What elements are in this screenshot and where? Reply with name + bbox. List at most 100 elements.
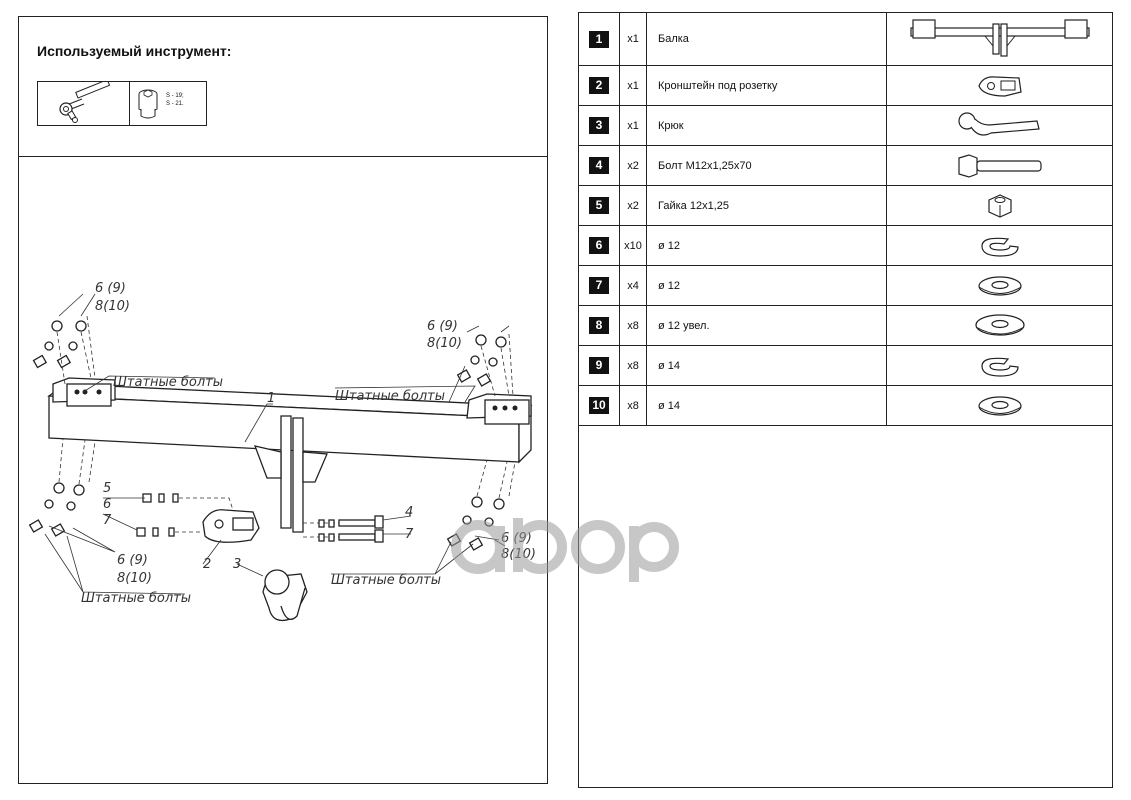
- part-qty: x4: [619, 265, 647, 306]
- ratchet-wrench-icon: [59, 79, 111, 123]
- label-washers-bl-a: 6 (9): [117, 553, 148, 568]
- label-std-bolts-br: Штатные болты: [331, 573, 441, 588]
- bottom-left-fasteners: [28, 437, 96, 537]
- flat-washer-icon: [887, 394, 1112, 418]
- part-number: 10: [589, 397, 609, 414]
- hook-drawing: [262, 569, 308, 622]
- part-number-cell: 8: [579, 305, 620, 346]
- part-number: 2: [589, 77, 609, 94]
- part-number-cell: 5: [579, 185, 620, 226]
- tools-title: Используемый инструмент:: [37, 43, 232, 59]
- label-washers-bl-b: 8(10): [117, 571, 152, 586]
- part-number-cell: 4: [579, 145, 620, 186]
- part-qty: x8: [619, 305, 647, 346]
- part-qty: x1: [619, 65, 647, 106]
- part-name: Крюк: [646, 105, 887, 146]
- top-left-fasteners: [32, 315, 96, 385]
- part-image-cell: [886, 385, 1112, 426]
- socket-bracket-drawing: [202, 509, 260, 543]
- part-image-cell: [886, 305, 1112, 346]
- part-image-cell: [886, 105, 1112, 146]
- part-number: 7: [589, 277, 609, 294]
- part-number-cell: 10: [579, 385, 620, 426]
- nuts-5-drawing: [136, 493, 234, 537]
- label-washers-tr-b: 8(10): [427, 336, 462, 351]
- part-number-cell: 3: [579, 105, 620, 146]
- part-name: ø 12: [646, 265, 887, 306]
- part-number: 5: [589, 197, 609, 214]
- watermark-logo: [451, 518, 679, 582]
- part-number: 3: [589, 117, 609, 134]
- part-number-cell: 2: [579, 65, 620, 106]
- part-number: 4: [589, 157, 609, 174]
- beam-drawing: [47, 377, 533, 533]
- label-part-7-right: 7: [405, 527, 414, 542]
- bolts-4-drawing: [303, 515, 384, 543]
- part-qty: x8: [619, 345, 647, 386]
- part-number: 1: [589, 30, 609, 48]
- tools-section: Используемый инструмент:: [19, 17, 547, 157]
- part-image-cell: [886, 265, 1112, 306]
- part-number-cell: 1: [579, 13, 620, 66]
- part-number-cell: 7: [579, 265, 620, 306]
- label-part-4: 4: [405, 505, 413, 520]
- instructions-panel: Используемый инструмент:: [18, 16, 548, 784]
- part-name: Гайка 12х1,25: [646, 185, 887, 226]
- label-std-bolts-tr: Штатные болты: [335, 389, 445, 404]
- part-name: Балка: [646, 13, 887, 66]
- top-right-fasteners: [456, 333, 514, 397]
- part-qty: x10: [619, 225, 647, 266]
- bolt-icon: [887, 153, 1112, 179]
- spring-washer-icon: [887, 234, 1112, 258]
- part-name: Кронштейн под розетку: [646, 65, 887, 106]
- part-image-cell: [886, 13, 1112, 66]
- part-image-cell: [886, 345, 1112, 386]
- tools-box: S - 19; S - 21.: [37, 79, 207, 126]
- socket-sizes: S - 19; S - 21.: [166, 93, 184, 107]
- part-name: Болт М12х1,25х70: [646, 145, 887, 186]
- part-image-cell: [886, 65, 1112, 106]
- label-washers-tl-b: 8(10): [95, 299, 130, 314]
- socket-bracket-icon: [887, 74, 1112, 98]
- large-washer-icon: [887, 313, 1112, 339]
- part-number: 6: [589, 237, 609, 254]
- part-qty: x2: [619, 185, 647, 226]
- spring-washer-icon: [887, 354, 1112, 378]
- label-washers-tl-a: 6 (9): [95, 281, 126, 296]
- wrench-cell: [38, 79, 130, 125]
- part-qty: x8: [619, 385, 647, 426]
- label-part-7: 7: [103, 513, 112, 528]
- part-image-cell: [886, 145, 1112, 186]
- part-qty: x1: [619, 105, 647, 146]
- label-part-3: 3: [233, 557, 241, 572]
- label-std-bolts-bl: Штатные болты: [81, 591, 191, 606]
- label-washers-tr-a: 6 (9): [427, 319, 458, 334]
- hook-icon: [887, 111, 1112, 141]
- part-name: ø 14: [646, 385, 887, 426]
- part-qty: x1: [619, 13, 647, 66]
- part-qty: x2: [619, 145, 647, 186]
- part-number: 8: [589, 317, 609, 334]
- socket-head-icon: [138, 89, 158, 119]
- part-number-cell: 6: [579, 225, 620, 266]
- towbar-assembly-drawing: 6 (9) 8(10) Штатные болты 6 (9) 8(10) Шт…: [28, 281, 536, 622]
- part-name: ø 14: [646, 345, 887, 386]
- label-part-1: 1: [267, 391, 275, 406]
- label-part-5: 5: [103, 481, 111, 496]
- socket-cell: S - 19; S - 21.: [130, 82, 206, 125]
- label-std-bolts-tl: Штатные болты: [113, 375, 223, 390]
- part-name: ø 12: [646, 225, 887, 266]
- nut-icon: [887, 193, 1112, 219]
- part-image-cell: [886, 185, 1112, 226]
